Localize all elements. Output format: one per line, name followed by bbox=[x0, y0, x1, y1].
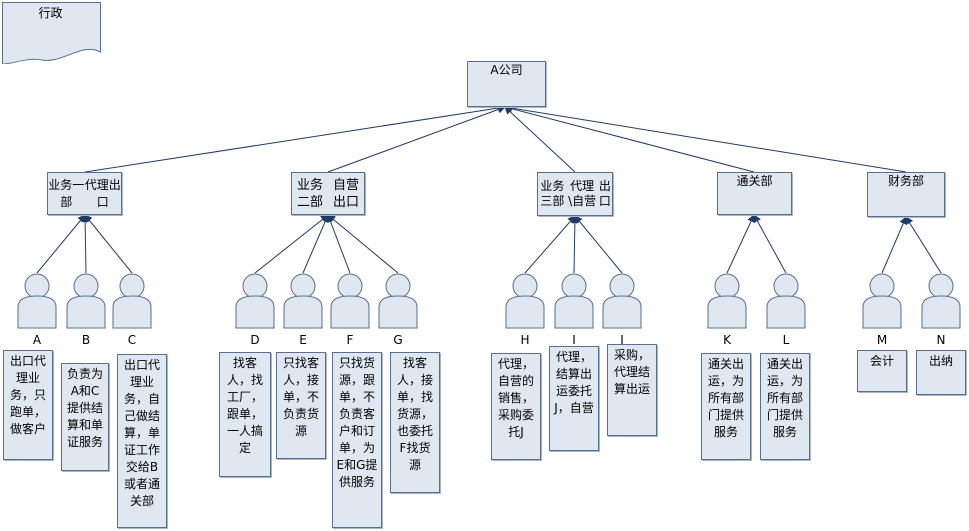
department-to-root-connector bbox=[327, 105, 506, 173]
person-icon[interactable] bbox=[764, 273, 808, 331]
staff-description: 找客人，接单，找货源，也委托F找货源 bbox=[390, 352, 440, 493]
staff-letter: C bbox=[127, 333, 137, 347]
staff-to-department-connector bbox=[905, 216, 942, 274]
root-company-node[interactable]: A公司 bbox=[467, 61, 546, 107]
staff-letter: B bbox=[81, 333, 91, 347]
department-to-root-connector bbox=[84, 104, 506, 173]
person-icon[interactable] bbox=[376, 273, 420, 331]
staff-to-department-connector bbox=[726, 214, 755, 274]
staff-to-department-connector bbox=[81, 214, 90, 274]
person-icon[interactable] bbox=[233, 273, 277, 331]
staff-letter: D bbox=[250, 333, 260, 347]
staff-description: 采购，代理结算出运 bbox=[607, 344, 657, 436]
staff-to-department-connector bbox=[881, 216, 907, 274]
staff-letter: A bbox=[32, 333, 42, 347]
staff-description: 找客人，找工厂，跟单，一人搞定 bbox=[219, 352, 271, 477]
staff-description: 代理，自营的销售，采购委托J bbox=[491, 353, 541, 460]
staff-description: 出口代理业务，只跑单，做客户 bbox=[3, 350, 53, 460]
staff-to-department-connector bbox=[574, 215, 623, 274]
department-node-5[interactable]: 财务部 bbox=[867, 172, 945, 217]
staff-to-department-connector bbox=[327, 214, 399, 274]
staff-to-department-connector bbox=[84, 214, 133, 274]
department-label-line: 业务二部 bbox=[296, 177, 323, 210]
department-label-line: 自营出口 bbox=[332, 177, 359, 210]
staff-letter: N bbox=[936, 333, 946, 347]
root-company-label: A公司 bbox=[490, 63, 523, 77]
department-to-root-connector bbox=[504, 106, 576, 173]
person-icon[interactable] bbox=[600, 273, 644, 331]
department-node-3[interactable]: 业务三部 代理\自营 出口 bbox=[537, 172, 613, 216]
staff-to-department-connector bbox=[254, 214, 329, 274]
person-icon[interactable] bbox=[15, 273, 59, 331]
person-icon[interactable] bbox=[503, 273, 547, 331]
department-node-1[interactable]: 业务一部 代理出口 bbox=[47, 172, 122, 215]
person-icon[interactable] bbox=[705, 273, 749, 331]
department-label-line: 业务三部 bbox=[540, 179, 565, 208]
department-label-line: 财务部 bbox=[887, 174, 924, 188]
person-icon[interactable] bbox=[552, 273, 596, 331]
staff-letter: M bbox=[876, 333, 888, 347]
department-label-line: 业务一部 bbox=[48, 177, 85, 209]
staff-to-department-connector bbox=[753, 214, 787, 274]
staff-description: 代理，结算出运委托J，自营 bbox=[549, 346, 599, 451]
staff-letter: K bbox=[723, 333, 731, 347]
staff-description: 出纳 bbox=[916, 350, 966, 395]
department-to-root-connector bbox=[504, 104, 907, 173]
staff-to-department-connector bbox=[570, 215, 579, 274]
staff-letter: H bbox=[520, 333, 530, 347]
staff-letter: L bbox=[782, 333, 790, 347]
staff-description: 会计 bbox=[857, 350, 907, 392]
department-to-root-connector bbox=[504, 104, 755, 173]
department-label-line: 代理\自营 bbox=[568, 179, 597, 208]
staff-letter: G bbox=[393, 333, 403, 347]
department-node-2[interactable]: 业务二部 自营出口 bbox=[291, 172, 365, 215]
staff-letter: E bbox=[299, 333, 307, 347]
document-shape-outline bbox=[2, 2, 101, 64]
staff-to-department-connector bbox=[36, 214, 86, 274]
department-node-4[interactable]: 通关部 bbox=[717, 172, 792, 215]
department-label-line: 出口 bbox=[598, 179, 611, 208]
person-icon[interactable] bbox=[860, 273, 904, 331]
department-label-line: 通关部 bbox=[736, 174, 773, 188]
staff-to-department-connector bbox=[302, 214, 329, 274]
staff-description: 只找客人，接单，不负责货源 bbox=[276, 352, 326, 459]
staff-letter: J bbox=[620, 333, 624, 347]
person-icon[interactable] bbox=[110, 273, 154, 331]
staff-to-department-connector bbox=[326, 214, 351, 274]
staff-to-department-connector bbox=[524, 215, 576, 274]
document-shape: 行政 bbox=[2, 2, 102, 64]
staff-description: 通关出运，为所有部门提供服务 bbox=[760, 353, 810, 460]
staff-letter: I bbox=[572, 333, 576, 347]
person-icon[interactable] bbox=[64, 273, 108, 331]
staff-letter: F bbox=[346, 333, 354, 347]
staff-description: 只找货源，跟单，不负责客户和订单，为E和G提供服务 bbox=[332, 352, 382, 528]
person-icon[interactable] bbox=[328, 273, 372, 331]
person-icon[interactable] bbox=[919, 273, 963, 331]
staff-description: 出口代理业务，自己做结算，单证工作交给B或者通关部 bbox=[117, 354, 167, 528]
document-shape-label: 行政 bbox=[38, 6, 63, 20]
person-icon[interactable] bbox=[281, 273, 325, 331]
department-label-line: 代理出口 bbox=[84, 177, 121, 209]
staff-description: 通关出运，为所有部门提供服务 bbox=[701, 353, 751, 460]
staff-description: 负责为A和C提供结算和单证服务 bbox=[61, 363, 109, 471]
